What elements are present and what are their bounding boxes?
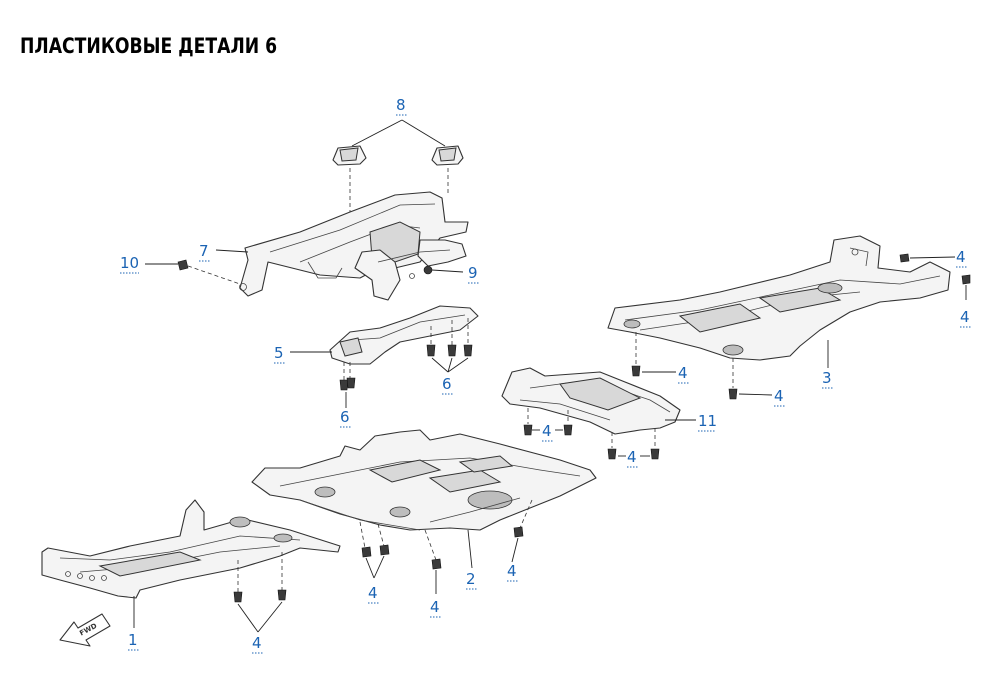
callout-4-a: 4 (956, 248, 966, 266)
callout-5: 5 (274, 344, 284, 362)
part-11-cover (501, 367, 681, 448)
part-1-front-plate (41, 499, 341, 599)
part-2-fasteners (361, 526, 524, 570)
part-2-center-plate (251, 429, 597, 561)
part-10-screw (177, 259, 241, 285)
callout-4-i: 4 (507, 562, 517, 580)
part-1-fasteners (233, 589, 287, 603)
part-3-fasteners (631, 253, 971, 400)
callout-11: 11 (698, 412, 717, 430)
part-6-fasteners (339, 344, 473, 391)
callout-7: 7 (199, 242, 209, 260)
page-title: ПЛАСТИКОВЫЕ ДЕТАЛИ 6 (20, 34, 278, 58)
callout-4-f: 4 (627, 448, 637, 466)
callout-4-j: 4 (252, 634, 262, 652)
callout-3: 3 (822, 369, 832, 387)
callout-4-e: 4 (542, 422, 552, 440)
callouts: 8 7 10 9 5 6 6 4 4 4 4 3 4 4 11 2 4 4 (120, 96, 971, 654)
callout-4-c: 4 (678, 364, 688, 382)
part-9-nut (423, 265, 433, 275)
leader-lines (133, 119, 967, 633)
callout-4-h: 4 (430, 598, 440, 616)
callout-8: 8 (396, 96, 406, 114)
part-3-skid-plate (607, 235, 951, 361)
part-11-fasteners (523, 424, 660, 460)
callout-2: 2 (466, 570, 476, 588)
callout-6a: 6 (340, 408, 350, 426)
callout-4-g: 4 (368, 584, 378, 602)
callout-4-d: 4 (774, 387, 784, 405)
callout-9: 9 (468, 264, 478, 282)
callout-10: 10 (120, 254, 139, 272)
callout-1: 1 (128, 631, 138, 649)
callout-4-b: 4 (960, 308, 970, 326)
fwd-arrow-icon: FWD (59, 613, 111, 647)
part-8-clips (332, 145, 464, 212)
part-7-tunnel-cover (239, 191, 469, 301)
callout-6b: 6 (442, 375, 452, 393)
part-5-bracket (329, 305, 479, 380)
